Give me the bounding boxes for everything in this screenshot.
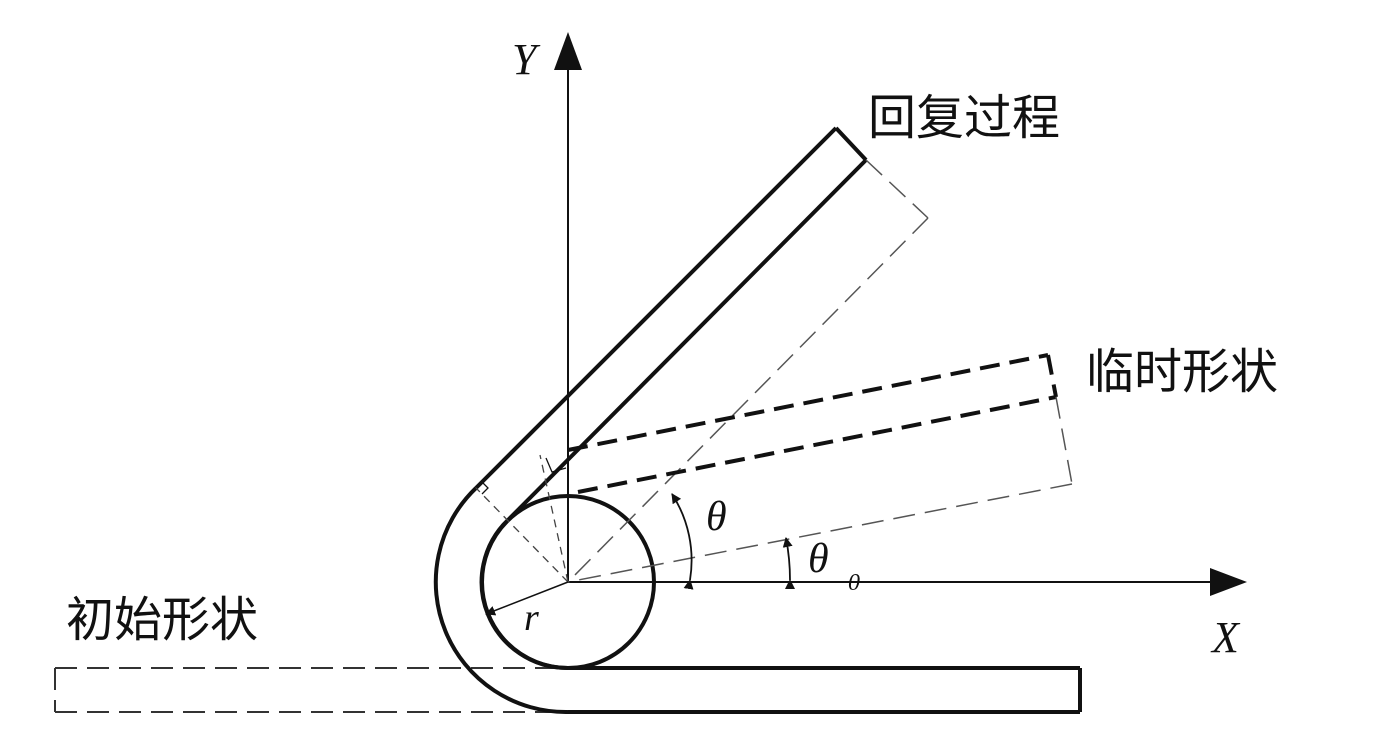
y-axis-arrowhead [554, 32, 582, 70]
initial-shape [54, 667, 568, 713]
temporary-shape [567, 353, 1058, 494]
theta0-arc [782, 537, 795, 590]
radius-label: r [524, 597, 539, 639]
recovery-label: 回复过程 [868, 90, 1060, 146]
x-axis-arrowhead [1210, 568, 1247, 596]
bent-strip [433, 126, 1082, 715]
radial-lines [475, 454, 569, 583]
radius-arrow [485, 581, 569, 616]
theta-arc [671, 493, 694, 590]
theta0-subscript: 0 [848, 570, 860, 596]
x-axis-label: X [1210, 613, 1241, 662]
temporary-label: 临时形状 [1086, 344, 1278, 400]
temporary-ghost [567, 396, 1073, 583]
right-angle-marks [481, 457, 567, 495]
y-axis-label: Y [512, 35, 541, 84]
theta0-symbol: θ [808, 536, 829, 582]
recovery-ghost [567, 159, 929, 583]
initial-label: 初始形状 [66, 592, 258, 648]
theta-label: θ [706, 494, 727, 540]
